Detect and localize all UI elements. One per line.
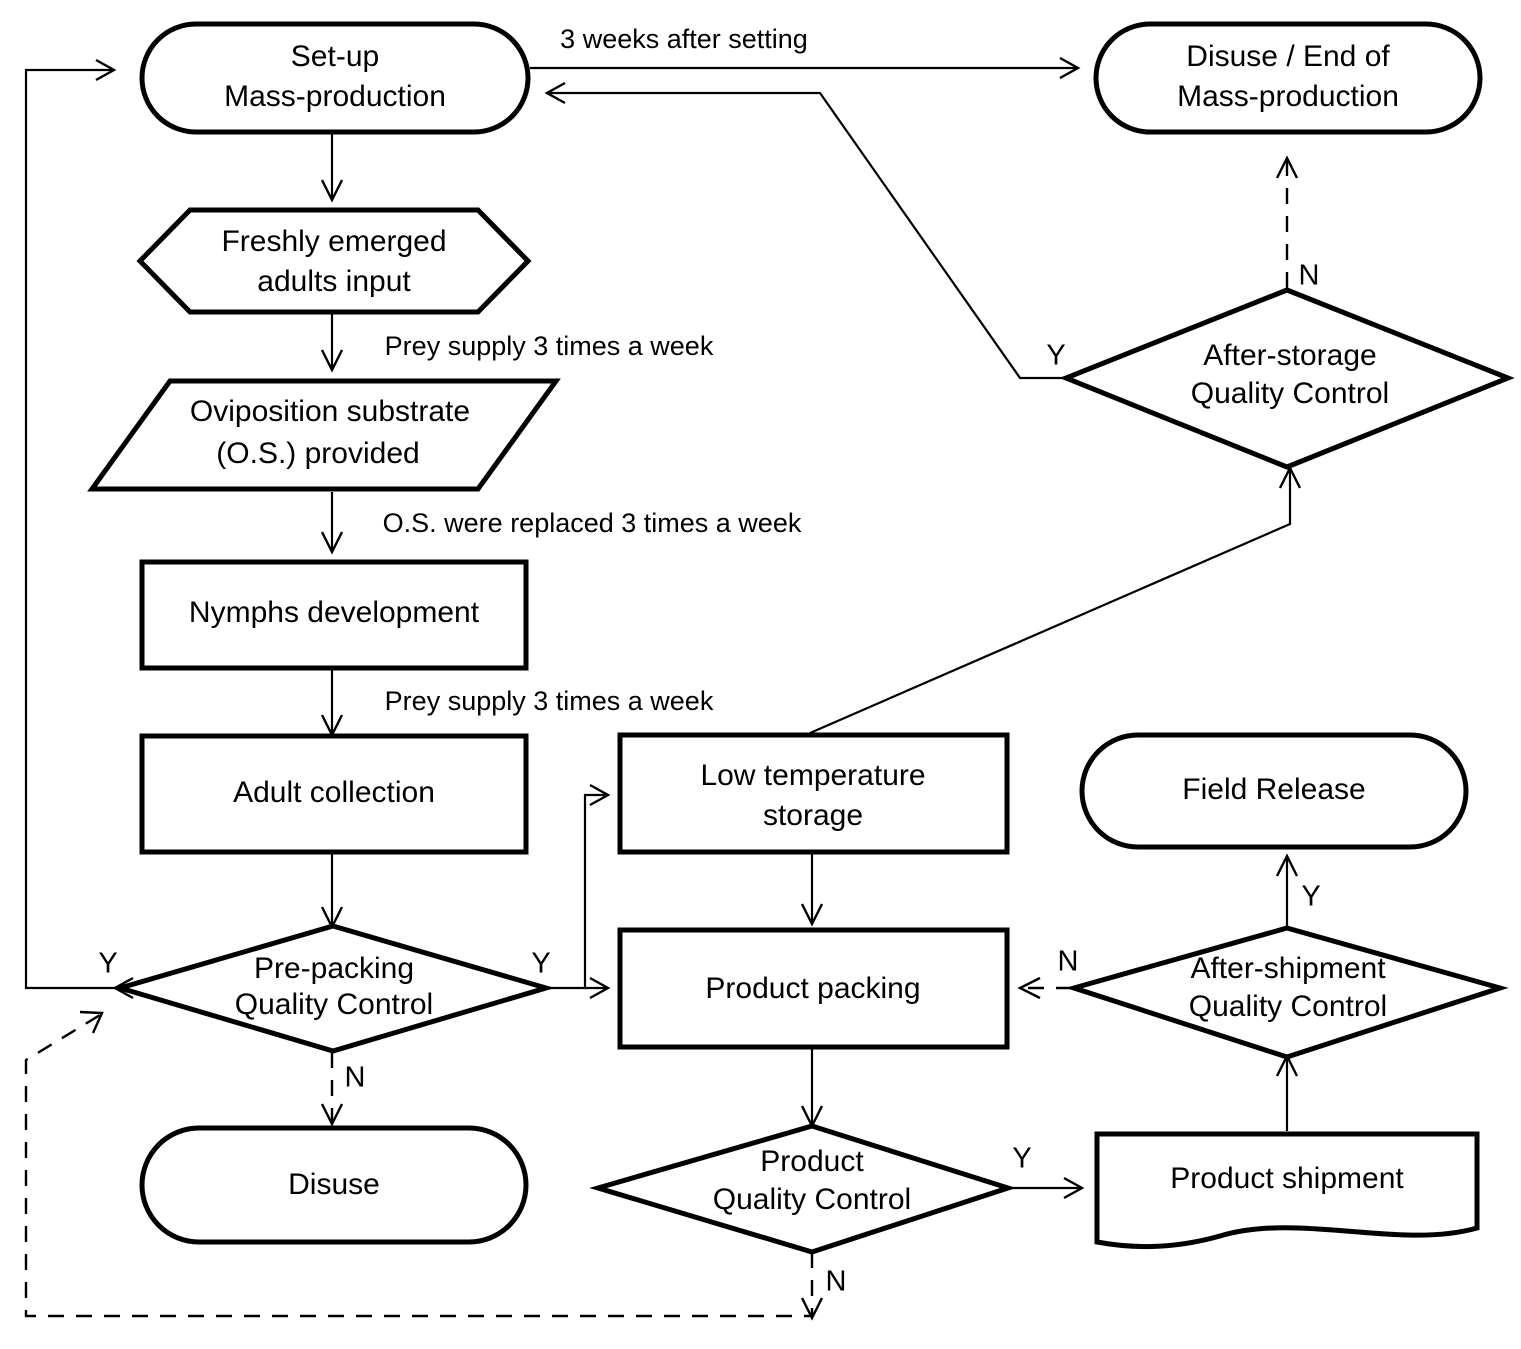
connector-nymphs-to-adult-collection [320,670,344,738]
node-after-storage-line1: After-storage [1203,339,1376,372]
node-prepacking-line1: Pre-packing [254,952,414,985]
node-disuse[interactable]: Disuse [139,1125,529,1245]
node-field-release-label: Field Release [1182,773,1365,806]
connector-shipment-to-after-shipment-qc [1275,1053,1299,1131]
node-product-packing[interactable]: Product packing [617,927,1010,1050]
node-low-temperature-storage[interactable]: Low temperature storage [617,732,1010,855]
node-product-shipment[interactable]: Product shipment [1094,1131,1480,1250]
node-oviposition-line2: (O.S.) provided [216,437,419,470]
node-product-qc-line2: Quality Control [713,1183,911,1216]
edge-label-three-weeks: 3 weeks after setting [560,24,808,54]
edge-label-prey-supply-2: Prey supply 3 times a week [385,686,714,716]
node-setup-mass-production[interactable]: Set-up Mass-production [139,21,531,135]
connector-storage-to-packing [800,852,824,927]
connector-product-qc-no-return [24,1010,824,1321]
node-product-packing-label: Product packing [705,972,920,1005]
connector-setup-to-freshly-emerged [320,132,344,203]
node-adult-collection-label: Adult collection [233,776,435,809]
node-low-temp-line2: storage [763,799,863,832]
node-freshly-emerged-line2: adults input [257,265,411,298]
connector-prepacking-no-to-disuse [320,1052,344,1127]
connector-prepacking-yes-to-storage-and-packing [547,783,611,1000]
node-after-shipment-quality-control[interactable]: After-shipment Quality Control [1065,925,1509,1060]
node-oviposition-substrate-provided[interactable]: Oviposition substrate (O.S.) provided [87,378,561,492]
connector-product-qc-yes-to-shipment [1008,1176,1085,1200]
node-disuse-end-of-mass-production[interactable]: Disuse / End of Mass-production [1093,21,1483,135]
edge-label-prey-supply-1: Prey supply 3 times a week [385,331,714,361]
connector-after-shipment-yes-to-field-release [1275,853,1299,928]
node-product-quality-control[interactable]: Product Quality Control [589,1123,1017,1255]
node-product-shipment-label: Product shipment [1170,1162,1404,1195]
connector-oviposition-to-nymphs [320,492,344,555]
node-oviposition-line1: Oviposition substrate [190,395,470,428]
node-prepacking-quality-control[interactable]: Pre-packing Quality Control [111,923,555,1054]
node-setup-line2: Mass-production [224,80,446,113]
label-after-storage-yes: Y [1046,340,1065,372]
label-after-storage-no: N [1299,260,1320,292]
connector-after-shipment-no-to-packing [1017,976,1072,1000]
connector-storage-to-after-storage-qc [809,465,1302,735]
node-disuse-end-line2: Mass-production [1177,80,1399,113]
node-disuse-end-line1: Disuse / End of [1186,40,1390,73]
label-product-qc-no: N [826,1266,847,1298]
label-product-qc-yes: Y [1012,1143,1031,1175]
label-after-shipment-no: N [1058,946,1079,978]
connector-setup-to-disuse-end [530,56,1081,80]
node-after-storage-quality-control[interactable]: After-storage Quality Control [1059,287,1515,470]
label-prepacking-yes-right: Y [531,948,550,980]
node-nymphs-development[interactable]: Nymphs development [139,559,529,671]
node-freshly-emerged-adults-input[interactable]: Freshly emerged adults input [136,207,532,315]
node-prepacking-line2: Quality Control [235,988,433,1021]
node-adult-collection[interactable]: Adult collection [139,733,529,855]
node-nymphs-label: Nymphs development [189,596,480,629]
node-disuse-label: Disuse [288,1168,380,1201]
connector-adult-collection-to-prepacking-qc [320,852,344,930]
label-prepacking-yes-left: Y [98,948,117,980]
label-prepacking-no: N [345,1062,366,1094]
node-product-qc-line1: Product [760,1145,864,1178]
connector-prepacking-yes-to-setup [24,58,134,1000]
connector-after-storage-yes-to-setup [544,81,1073,380]
node-low-temp-line1: Low temperature [700,759,925,792]
connector-packing-to-product-qc [800,1048,824,1129]
node-freshly-emerged-line1: Freshly emerged [221,225,446,258]
connector-freshly-emerged-to-oviposition [320,314,344,373]
connector-after-storage-no-to-disuse-end [1275,155,1299,288]
node-field-release[interactable]: Field Release [1079,732,1469,850]
label-after-shipment-yes: Y [1301,881,1320,913]
node-after-storage-line2: Quality Control [1191,377,1389,410]
edge-label-os-replaced: O.S. were replaced 3 times a week [383,508,802,538]
node-setup-line1: Set-up [291,40,379,73]
node-after-shipment-line1: After-shipment [1190,952,1386,985]
node-after-shipment-line2: Quality Control [1189,990,1387,1023]
